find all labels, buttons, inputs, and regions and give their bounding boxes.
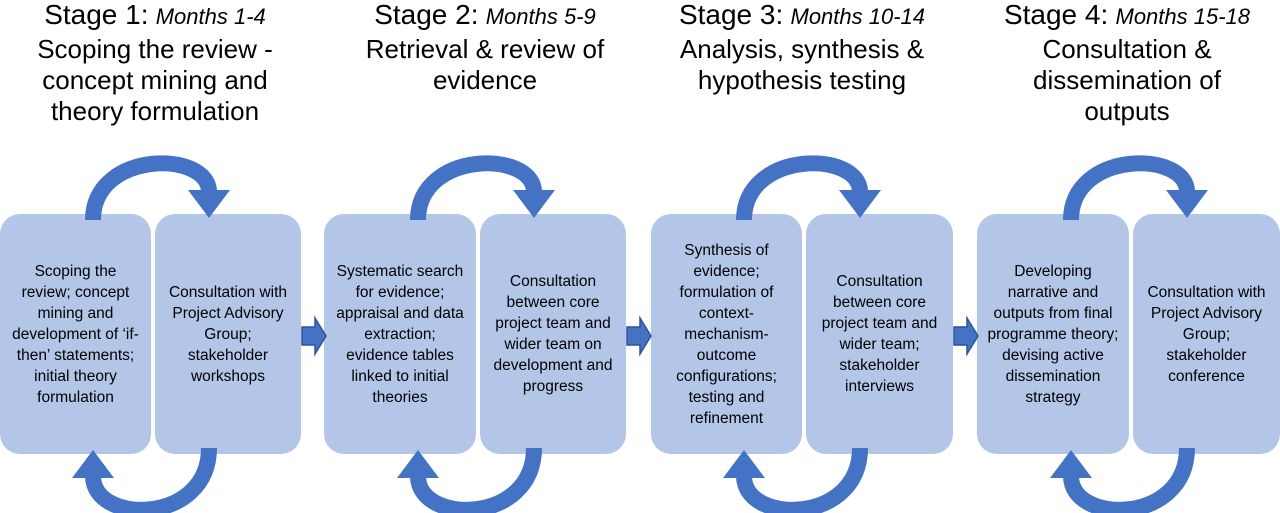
connector-arrow-3-to-4 <box>953 315 979 357</box>
stage-1-bottom-arrowhead <box>72 450 114 478</box>
stage-4-heading: Stage 4: Months 15-18 Consultation & dis… <box>972 0 1280 127</box>
stage-3-top-cycle-arrow <box>736 155 868 221</box>
stage-1-months: Months 1-4 <box>155 4 266 29</box>
stage-2-top-arrowhead <box>513 190 555 218</box>
stage-3-title: Analysis, synthesis & hypothesis testing <box>679 34 925 95</box>
stage-1-activity-box: Scoping the review; concept mining and d… <box>0 214 151 454</box>
stage-4-top-cycle-arrow <box>1063 155 1195 221</box>
stage-4-bottom-arrowhead <box>1050 450 1092 478</box>
stage-3-consultation-text: Consultation between core project team a… <box>821 273 938 395</box>
stage-2-top-cycle-arrow <box>410 155 542 221</box>
stage-2-activity-box: Systematic search for evidence; appraisa… <box>324 214 476 454</box>
connector-arrow-2-to-3 <box>626 315 652 357</box>
stage-2-months: Months 5-9 <box>485 4 596 29</box>
stage-3-top-arrowhead <box>839 190 881 218</box>
stage-3-heading: Stage 3: Months 10-14 Analysis, synthesi… <box>647 0 957 96</box>
stage-4-label: Stage 4: <box>1003 0 1109 30</box>
stage-2-consultation-text: Consultation between core project team a… <box>493 273 613 395</box>
stage-2-label: Stage 2: <box>374 0 479 30</box>
stage-4-bottom-cycle-arrow <box>1063 447 1195 513</box>
stage-3-activity-box: Synthesis of evidence; formulation of co… <box>651 214 802 454</box>
stage-4-consultation-box: Consultation with Project Advisory Group… <box>1133 214 1280 454</box>
stage-3-bottom-cycle-arrow <box>736 447 868 513</box>
stage-4-months: Months 15-18 <box>1115 4 1251 29</box>
stage-3-bottom-arrowhead <box>723 450 765 478</box>
stage-2-activity-text: Systematic search for evidence; appraisa… <box>336 262 464 406</box>
stage-2-bottom-cycle-arrow <box>410 447 542 513</box>
stage-1-heading: Stage 1: Months 1-4 Scoping the review -… <box>0 0 310 127</box>
stage-4-top-arrowhead <box>1166 190 1208 218</box>
stage-4-title: Consultation & dissemination of outputs <box>1033 34 1221 126</box>
stage-1-activity-text: Scoping the review; concept mining and d… <box>12 262 139 406</box>
stage-2-title: Retrieval & review of evidence <box>365 34 605 95</box>
connector-arrow-1-to-2 <box>301 315 327 357</box>
stage-1-bottom-cycle-arrow <box>85 447 217 513</box>
stage-2-heading: Stage 2: Months 5-9 Retrieval & review o… <box>330 0 640 96</box>
stage-3-activity-text: Synthesis of evidence; formulation of co… <box>676 241 777 427</box>
stage-1-consultation-text: Consultation with Project Advisory Group… <box>168 283 288 385</box>
stage-1-top-arrowhead <box>188 190 230 218</box>
stage-1-consultation-box: Consultation with Project Advisory Group… <box>155 214 301 454</box>
stage-3-label: Stage 3: <box>678 0 784 30</box>
stage-3-consultation-box: Consultation between core project team a… <box>806 214 953 454</box>
stage-3-months: Months 10-14 <box>790 4 926 29</box>
stage-2-bottom-arrowhead <box>397 450 439 478</box>
stage-4-consultation-text: Consultation with Project Advisory Group… <box>1147 283 1266 385</box>
stage-1-label: Stage 1: <box>44 0 149 30</box>
stage-4-activity-box: Developing narrative and outputs from fi… <box>977 214 1129 454</box>
stage-2-consultation-box: Consultation between core project team a… <box>480 214 626 454</box>
stage-1-top-cycle-arrow <box>85 155 217 221</box>
stage-1-title: Scoping the review - concept mining and … <box>37 34 273 126</box>
stage-4-activity-text: Developing narrative and outputs from fi… <box>987 262 1119 406</box>
